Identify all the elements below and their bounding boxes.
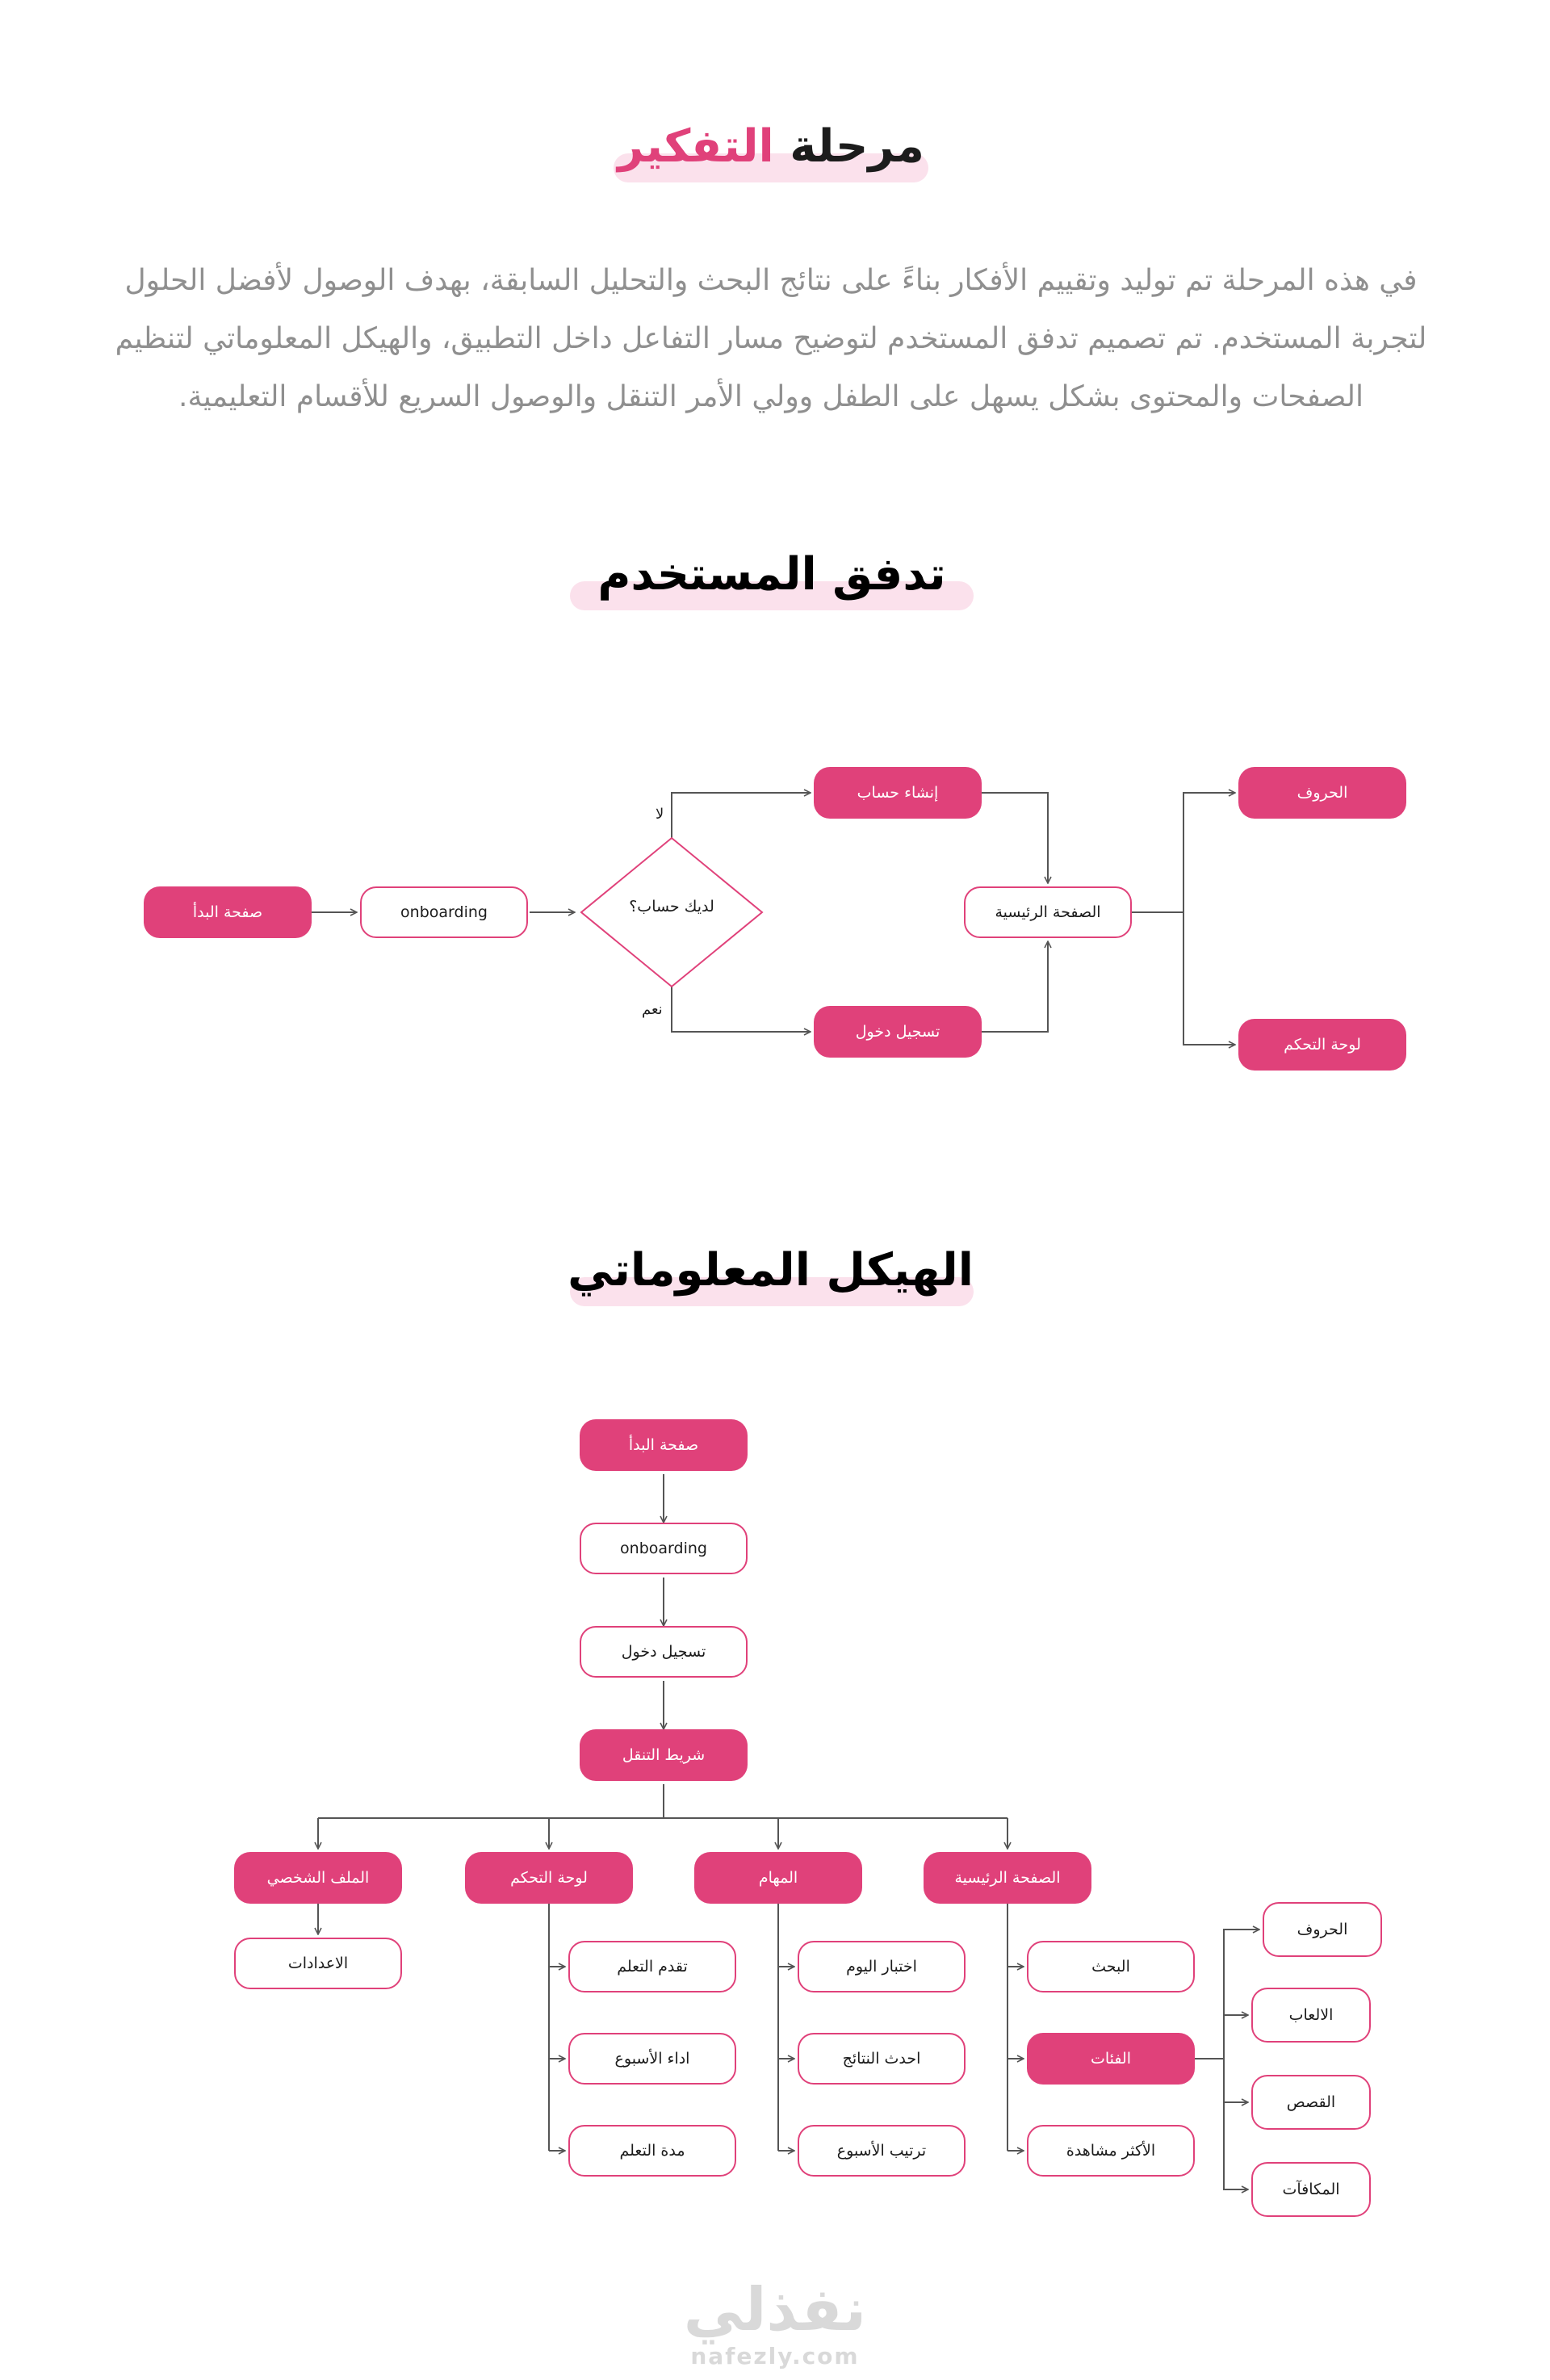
flow-home-node: الصفحة الرئيسية <box>964 886 1132 938</box>
logo-latin: nafezly.com <box>690 2343 860 2370</box>
ia-tasks-item: ترتيب الأسبوع <box>798 2125 966 2177</box>
logo-arabic: نفذلي <box>683 2275 867 2344</box>
ideation-paragraph: في هذه المرحلة تم توليد وتقييم الأفكار ب… <box>115 264 1427 413</box>
flow-dashboard-node: لوحة التحكم <box>1238 1019 1406 1071</box>
flow-letters-node: الحروف <box>1238 767 1406 819</box>
watermark-logo: نفذلي nafezly.com <box>630 2275 920 2369</box>
ia-category-item: الالعاب <box>1251 1988 1371 2043</box>
flow-login-node: تسجيل دخول <box>814 1006 982 1058</box>
ia-login-node: تسجيل دخول <box>580 1626 748 1678</box>
ia-settings-node: الاعدادات <box>234 1938 402 1989</box>
ia-home-node: الصفحة الرئيسية <box>924 1852 1091 1904</box>
ia-categories-node: الفئات <box>1027 2033 1195 2085</box>
ia-dashboard-node: لوحة التحكم <box>465 1852 633 1904</box>
ia-dashboard-item: مدة التعلم <box>568 2125 736 2177</box>
ia-tasks-item: اختبار اليوم <box>798 1941 966 1992</box>
decision-diamond <box>580 836 764 988</box>
user-flow-heading: تدفق المستخدم <box>570 546 974 610</box>
ideation-title: مرحلة التفكير <box>614 118 928 176</box>
flow-signup-node: إنشاء حساب <box>814 767 982 819</box>
ideation-title-part2: التفكير <box>618 120 774 173</box>
ia-category-item: الحروف <box>1263 1902 1382 1957</box>
flow-onboarding-node: onboarding <box>360 886 528 938</box>
flow-no-label: لا <box>656 806 664 823</box>
ia-profile-node: الملف الشخصي <box>234 1852 402 1904</box>
ia-tasks-node: المهام <box>694 1852 862 1904</box>
ia-onboarding-node: onboarding <box>580 1523 748 1574</box>
ia-tasks-item: احدث النتائج <box>798 2033 966 2085</box>
ia-category-item: القصص <box>1251 2075 1371 2130</box>
ia-home-item: الأكثر مشاهدة <box>1027 2125 1195 2177</box>
info-arch-title: الهيكل المعلوماتي <box>568 1244 974 1297</box>
heading-highlight <box>570 581 974 610</box>
ia-home-item: البحث <box>1027 1941 1195 1992</box>
flow-decision-label: لديك حساب؟ <box>629 898 714 916</box>
heading-highlight <box>614 153 928 182</box>
info-arch-heading: الهيكل المعلوماتي <box>568 1242 974 1306</box>
flow-start-node: صفحة البدأ <box>144 886 312 938</box>
flow-yes-label: نعم <box>642 1001 663 1018</box>
ideation-title-part1: مرحلة <box>790 120 924 173</box>
ia-dashboard-item: اداء الأسبوع <box>568 2033 736 2085</box>
ia-start-node: صفحة البدأ <box>580 1419 748 1471</box>
ia-dashboard-item: تقدم التعلم <box>568 1941 736 1992</box>
ia-navbar-node: شريط التنقل <box>580 1729 748 1781</box>
ideation-heading: مرحلة التفكير <box>614 118 928 182</box>
ia-category-item: المكافآت <box>1251 2162 1371 2217</box>
heading-highlight <box>570 1277 974 1306</box>
user-flow-title: تدفق المستخدم <box>597 548 946 601</box>
